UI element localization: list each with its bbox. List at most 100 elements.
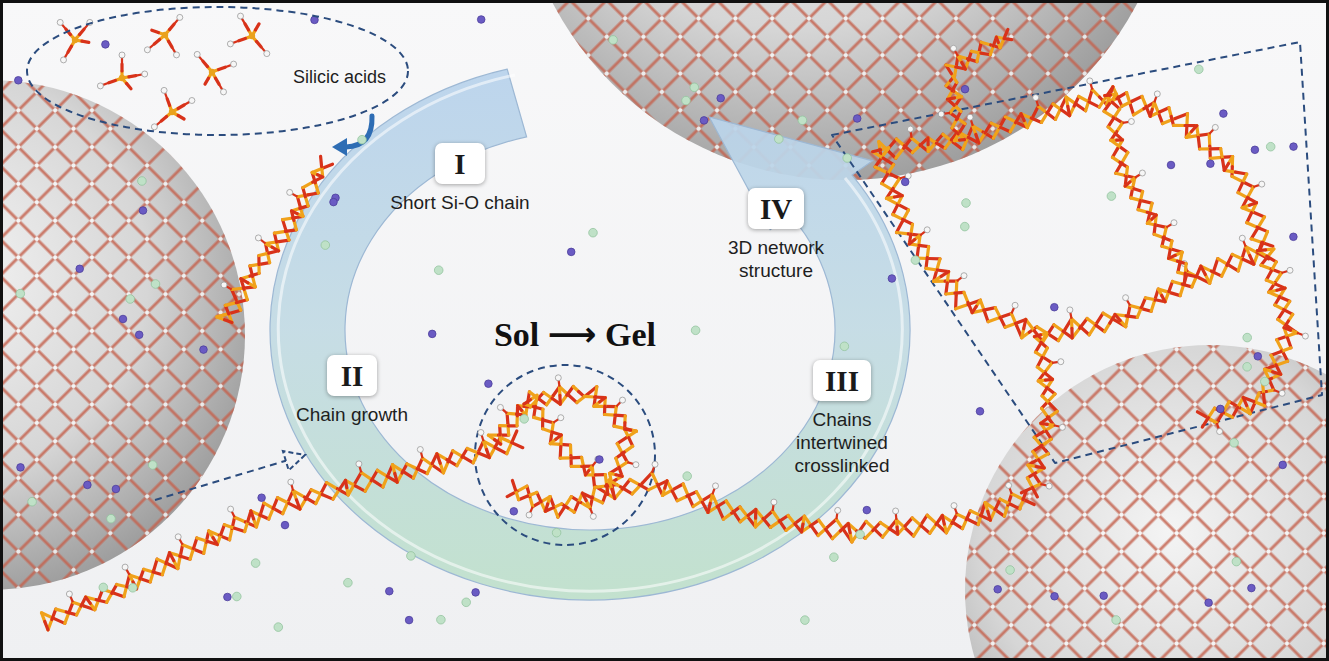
o-bond	[1211, 271, 1221, 276]
hydrogen-atom	[144, 47, 150, 53]
cation-dot	[386, 587, 394, 595]
o-bond	[984, 308, 996, 311]
si-bond	[245, 521, 248, 531]
cation-dot	[1251, 146, 1259, 154]
o-bond	[178, 105, 184, 109]
o-bond	[1253, 212, 1264, 217]
o-bond	[512, 431, 517, 442]
o-bond	[921, 526, 930, 534]
si-bond	[995, 308, 1000, 318]
si-bond	[652, 473, 657, 484]
si-bond	[697, 492, 703, 502]
o-bond	[205, 78, 209, 84]
si-bond	[726, 501, 733, 511]
silicon-atom	[249, 33, 255, 39]
o-bond	[109, 80, 116, 82]
o-bond	[417, 469, 427, 474]
o-bond	[903, 219, 913, 224]
si-bond	[993, 128, 999, 139]
o-bond	[600, 398, 606, 402]
o-bond	[586, 471, 589, 475]
o-bond	[972, 306, 976, 312]
silica-chains	[42, 13, 1309, 630]
o-bond	[874, 529, 882, 537]
silicon-atom	[72, 37, 78, 43]
cation-dot	[485, 380, 493, 388]
o-bond	[292, 211, 298, 214]
o-bond	[887, 150, 896, 158]
anion-dot	[151, 280, 160, 289]
anion-dot	[138, 177, 147, 186]
hydrogen-atom	[1006, 482, 1012, 488]
o-bond	[672, 491, 677, 501]
o-bond	[285, 230, 296, 232]
o-bond	[905, 518, 912, 526]
si-bond	[988, 318, 1000, 322]
o-bond	[545, 504, 547, 511]
hydrogen-atom	[590, 513, 596, 519]
o-bond	[595, 486, 605, 492]
o-bond	[873, 150, 881, 152]
si-bond	[1034, 437, 1041, 445]
si-bond	[311, 490, 322, 495]
o-bond	[1089, 102, 1099, 107]
o-bond	[920, 138, 928, 145]
cation-dot	[1051, 303, 1059, 311]
si-bond	[1142, 96, 1146, 106]
si-bond	[927, 515, 937, 524]
anion-dot	[1112, 616, 1121, 625]
hydrogen-atom	[194, 51, 200, 57]
o-bond	[1169, 292, 1180, 295]
si-bond	[1208, 408, 1214, 417]
hydrogen-atom	[142, 71, 148, 77]
o-bond	[1232, 407, 1237, 417]
hydrogen-atom	[1123, 295, 1129, 301]
hydrogen-atom	[255, 235, 261, 241]
o-bond	[318, 175, 323, 177]
o-bond	[236, 300, 247, 303]
hydrogen-atom	[893, 508, 899, 514]
cation-dot	[330, 198, 338, 206]
o-bond	[512, 443, 523, 448]
anion-dot	[16, 289, 25, 298]
si-bond	[407, 464, 417, 469]
hydrogen-atom	[221, 282, 227, 288]
si-bond	[569, 445, 573, 456]
arrow-head	[332, 138, 347, 156]
o-bond	[708, 503, 710, 512]
o-bond	[795, 516, 804, 523]
si-bond	[204, 542, 207, 553]
hydrogen-atom	[961, 273, 967, 279]
si-bond	[1257, 251, 1266, 257]
o-bond	[1076, 104, 1086, 111]
si-bond	[1087, 319, 1096, 326]
o-bond	[558, 395, 562, 404]
anion-dot	[691, 326, 700, 335]
o-bond	[129, 76, 136, 77]
o-bond	[272, 247, 279, 251]
hydrogen-atom	[61, 57, 67, 63]
si-bond	[1054, 325, 1063, 332]
si-bond	[427, 464, 432, 474]
o-bond	[1187, 275, 1196, 277]
anion-dot	[462, 598, 471, 607]
o-bond	[802, 524, 804, 532]
anion-dot	[437, 615, 446, 624]
si-bond	[1174, 124, 1186, 127]
hydrogen-atom	[1212, 124, 1218, 130]
si-bond	[1072, 328, 1080, 338]
o-bond	[1236, 172, 1247, 174]
si-bond	[333, 490, 339, 499]
si-bond	[1042, 439, 1051, 445]
o-bond	[487, 449, 490, 457]
o-bond	[524, 400, 531, 404]
si-bond	[1210, 156, 1221, 160]
hydrogen-atom	[189, 98, 195, 104]
cation-dot	[135, 331, 143, 339]
hydrogen-atom	[177, 14, 183, 20]
o-bond	[1257, 248, 1265, 252]
o-bond	[1169, 255, 1176, 258]
cation-dot	[428, 330, 436, 338]
